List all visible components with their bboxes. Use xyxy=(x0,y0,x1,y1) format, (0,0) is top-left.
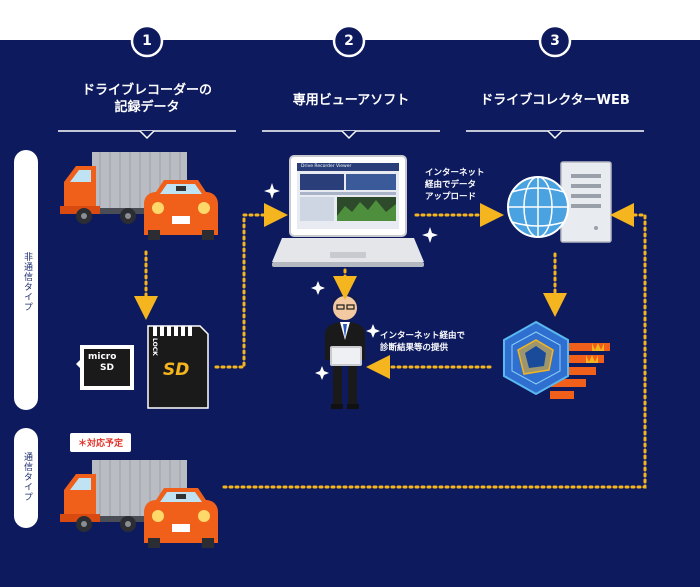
upload-note-line3: アップロード xyxy=(425,192,477,202)
server-icon xyxy=(560,161,612,243)
microsd-card-icon xyxy=(76,345,134,390)
viewer-app-title: Drive Recorder Viewer xyxy=(301,164,352,169)
dotted-arrows xyxy=(134,203,647,489)
step-title-3: ドライブコレクターWEB xyxy=(480,93,630,108)
sd-lock-label: LOCK xyxy=(151,338,158,356)
step-circle-2 xyxy=(332,24,366,58)
arrow-sd-to-laptop xyxy=(214,203,288,369)
globe-icon xyxy=(507,176,569,238)
sparkle-icons xyxy=(264,183,438,380)
diagnosis-note: インターネット経由で 診断結果等の提供 xyxy=(380,330,500,354)
title-underline-1 xyxy=(58,130,236,140)
step-circle-3 xyxy=(538,24,572,58)
upload-note: インターネット 経由でデータ アップロード xyxy=(425,167,505,203)
diagnosis-note-line1: インターネット経由で xyxy=(380,331,466,341)
upload-note-line2: 経由でデータ xyxy=(425,180,477,190)
side-pill-non-comm xyxy=(14,150,38,410)
step-title-1-line2: 記録データ xyxy=(114,100,180,115)
microsd-label: micro SD xyxy=(88,352,116,374)
step-number-1: 1 xyxy=(142,33,152,49)
side-pill-comm xyxy=(14,428,38,528)
truck-car-non-comm-icon xyxy=(60,152,218,240)
upload-note-line1: インターネット xyxy=(425,168,485,178)
truck-car-comm-icon xyxy=(60,460,218,548)
sd-card-label: SD xyxy=(163,360,190,380)
laptop-icon xyxy=(272,155,424,267)
person-icon xyxy=(325,295,365,409)
step-title-2: 専用ビューアソフト xyxy=(292,93,410,108)
step-number-3: 3 xyxy=(550,33,560,49)
planned-support-badge: ＊対応予定 xyxy=(70,433,132,452)
arrow-comm-to-web xyxy=(222,203,647,489)
step-number-2: 2 xyxy=(344,33,354,49)
title-underline-2 xyxy=(262,130,440,140)
diagnosis-note-line2: 診断結果等の提供 xyxy=(380,343,449,353)
step-title-1-line1: ドライブレコーダーの xyxy=(81,83,212,98)
step-title-1: ドライブレコーダーの 記録データ xyxy=(58,82,236,116)
analysis-chart-icon xyxy=(503,320,610,399)
side-label-non-comm: 非通信タイプ xyxy=(22,252,32,312)
step-circle-1 xyxy=(130,24,164,58)
microsd-label-line2: SD xyxy=(100,363,114,373)
microsd-label-line1: micro xyxy=(88,352,117,362)
title-underline-3 xyxy=(466,130,644,140)
side-label-comm: 通信タイプ xyxy=(22,452,32,502)
sd-card-icon xyxy=(147,325,209,409)
